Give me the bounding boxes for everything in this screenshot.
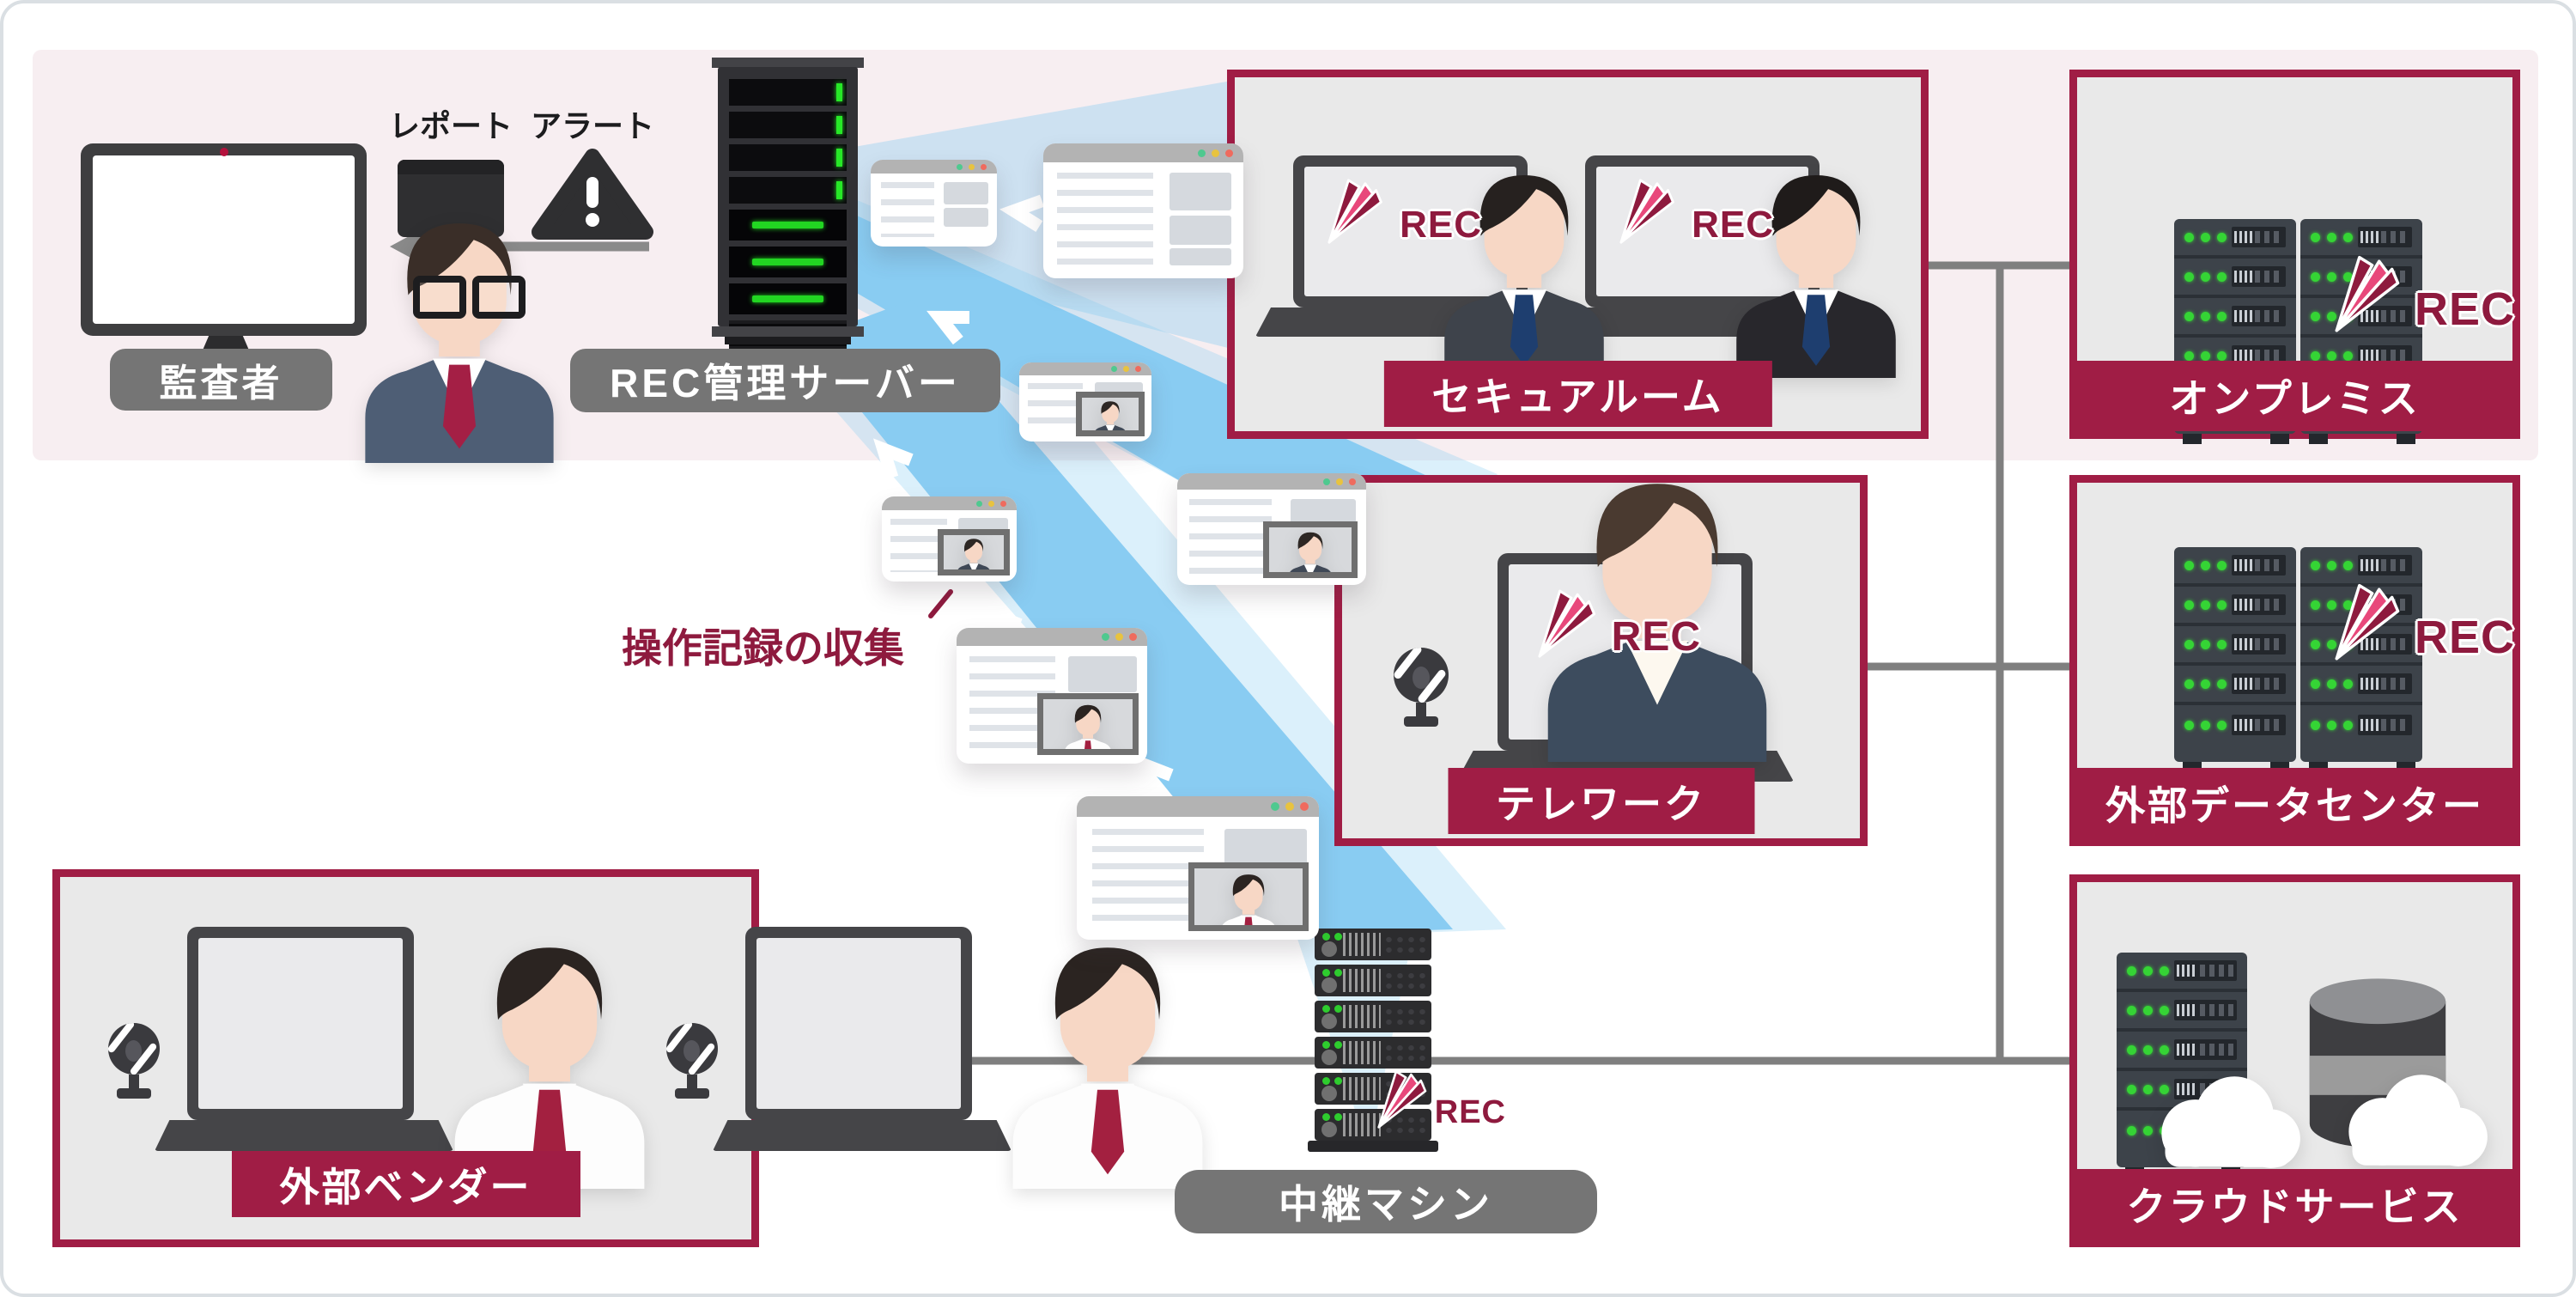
relay-label-text: 中継マシン bbox=[1279, 1182, 1493, 1227]
report-window-icon bbox=[398, 160, 504, 237]
zone-onpremise-label: オンプレミス bbox=[2169, 376, 2421, 421]
note-pointer bbox=[928, 589, 953, 618]
auditor-label: 監査者 bbox=[110, 349, 332, 411]
collection-note-text: 操作記録の収集 bbox=[622, 625, 904, 671]
collection-note: 操作記録の収集 bbox=[622, 615, 904, 674]
record-window-2 bbox=[1043, 143, 1243, 278]
auditor-glasses-icon bbox=[413, 276, 526, 319]
report-label: レポート bbox=[387, 101, 514, 146]
report-label-text: レポート bbox=[388, 108, 513, 143]
rec-logo-text: REC bbox=[2414, 612, 2515, 663]
rec-logo-datacenter: REC bbox=[2335, 582, 2515, 661]
zone-secure-room-banner: セキュアルーム bbox=[1383, 361, 1772, 427]
rec-logo-text: REC bbox=[1692, 204, 1774, 246]
zone-cloud: クラウドサービス bbox=[2069, 874, 2520, 1247]
record-window-6 bbox=[957, 628, 1147, 764]
zone-telework: REC テレワーク bbox=[1334, 475, 1868, 846]
record-window-5 bbox=[1177, 473, 1366, 585]
rec-logo-relay: REC bbox=[1377, 1069, 1506, 1129]
vendor-laptop-2 bbox=[745, 927, 972, 1120]
cloud-icon-2 bbox=[2340, 1071, 2491, 1169]
zone-telework-label: テレワーク bbox=[1496, 781, 1706, 826]
zone-telework-banner: テレワーク bbox=[1448, 768, 1754, 834]
record-window-4 bbox=[882, 496, 1017, 582]
zone-cloud-banner: クラウドサービス bbox=[2077, 1169, 2512, 1239]
rec-logo-onpremise: REC bbox=[2335, 253, 2515, 332]
zone-datacenter: REC 外部データセンター bbox=[2069, 475, 2520, 846]
rec-server-tower bbox=[712, 58, 864, 374]
datacenter-rack-2 bbox=[2300, 547, 2422, 762]
auditor-monitor bbox=[81, 143, 367, 336]
alert-label: アラート bbox=[526, 101, 659, 146]
zone-datacenter-label: 外部データセンター bbox=[2105, 783, 2484, 828]
record-window-3 bbox=[1019, 362, 1151, 441]
zone-cloud-label: クラウドサービス bbox=[2126, 1184, 2464, 1229]
record-window-1 bbox=[871, 160, 997, 247]
rec-server-label-text: REC管理サーバー bbox=[610, 361, 961, 405]
rec-server-label: REC管理サーバー bbox=[570, 349, 1000, 412]
record-window-7 bbox=[1077, 796, 1319, 940]
vendor-person-2 bbox=[984, 941, 1231, 1189]
rec-logo-text: REC bbox=[1434, 1094, 1506, 1130]
vendor-laptop-1-base bbox=[155, 1120, 453, 1151]
zone-vendor-label: 外部ベンダー bbox=[279, 1164, 532, 1209]
rec-logo-secure-1: REC bbox=[1327, 177, 1482, 244]
relay-label: 中継マシン bbox=[1175, 1170, 1597, 1233]
alert-label-text: アラート bbox=[530, 108, 654, 143]
zone-datacenter-banner: 外部データセンター bbox=[2077, 768, 2512, 838]
rec-logo-text: REC bbox=[1400, 204, 1482, 246]
rec-logo-telework: REC bbox=[1538, 588, 1701, 658]
auditor-label-text: 監査者 bbox=[159, 362, 283, 405]
alert-warning-icon bbox=[532, 149, 653, 240]
zone-onpremise: REC オンプレミス bbox=[2069, 70, 2520, 444]
zone-vendor-banner: 外部ベンダー bbox=[231, 1151, 580, 1217]
zone-vendor: 外部ベンダー bbox=[52, 869, 759, 1247]
rec-logo-text: REC bbox=[2414, 283, 2515, 335]
auditor-person bbox=[337, 217, 582, 463]
auditor-monitor-screen bbox=[93, 155, 355, 324]
zone-secure-room: REC REC セキュアルーム bbox=[1227, 70, 1929, 439]
vendor-laptop-1 bbox=[187, 927, 414, 1120]
zone-secure-room-label: セキュアルーム bbox=[1431, 374, 1724, 419]
rec-logo-secure-2: REC bbox=[1619, 177, 1774, 244]
zone-onpremise-banner: オンプレミス bbox=[2077, 361, 2512, 431]
rec-logo-text: REC bbox=[1611, 614, 1701, 660]
cloud-icon-1 bbox=[2153, 1073, 2304, 1171]
vendor-laptop-2-base bbox=[713, 1120, 1012, 1151]
datacenter-rack-1 bbox=[2174, 547, 2296, 762]
